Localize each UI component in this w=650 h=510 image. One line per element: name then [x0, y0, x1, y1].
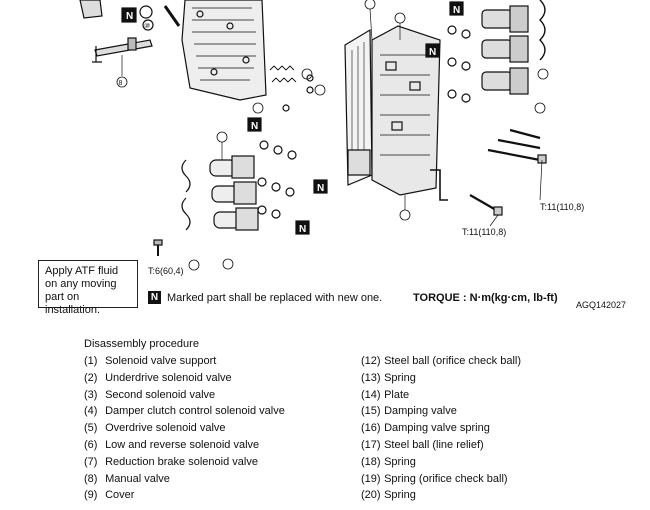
procedure-item: (1) Solenoid valve support: [84, 355, 217, 367]
procedure-item: (17) Steel ball (line relief): [361, 438, 484, 451]
procedure-item: (4) Damper clutch control solenoid valve: [84, 405, 285, 418]
lower-left-solenoids: N N N T:6(60,4): [148, 117, 328, 276]
manual-valve: 8: [92, 37, 153, 88]
torque-unit-label: TORQUE : N·m(kg·cm, lb-ft): [413, 292, 558, 304]
atf-note-text: Apply ATF fluid on any moving part on in…: [45, 265, 119, 316]
svg-text:N: N: [251, 121, 258, 132]
right-solenoids: N N: [425, 0, 549, 114]
procedure-item: (18) Spring: [361, 455, 416, 468]
procedure-list-right: (12) Steel ball (orifice check ball) (13…: [361, 353, 521, 504]
procedure-item: (13) Spring: [361, 371, 416, 384]
svg-text:N: N: [317, 183, 324, 194]
svg-text:8: 8: [119, 80, 123, 87]
svg-text:T:11(110,8): T:11(110,8): [462, 227, 506, 237]
svg-text:N: N: [453, 5, 460, 16]
top-left-parts: N ⑩: [79, 0, 181, 31]
procedure-list-left: (1) Solenoid valve support (2) Underdriv…: [84, 353, 285, 504]
valve-body-center: [344, 0, 448, 221]
procedure-item: (16) Damping valve spring: [361, 422, 490, 435]
procedure-item: (12) Steel ball (orifice check ball): [361, 355, 522, 367]
svg-text:N: N: [429, 47, 436, 58]
svg-text:N: N: [126, 11, 133, 22]
svg-text:T:11(110,8): T:11(110,8): [540, 202, 584, 212]
procedure-item: (3) Second solenoid valve: [84, 388, 216, 401]
svg-text:T:6(60,4): T:6(60,4): [148, 266, 184, 276]
replacement-legend: N Marked part shall be replaced with new…: [148, 291, 382, 304]
procedure-item: (5) Overdrive solenoid valve: [84, 422, 226, 435]
figure-code: AGQ142027: [576, 300, 627, 310]
svg-text:N: N: [299, 224, 306, 235]
procedure-item: (6) Low and reverse solenoid valve: [84, 438, 260, 451]
exploded-parts-diagram: N ⑩ 8 N: [79, 0, 584, 276]
procedure-item: (15) Damping valve: [361, 405, 457, 418]
procedure-item: (7) Reduction brake solenoid valve: [84, 455, 258, 468]
right-bolts: T:11(110,8) T:11(110,8): [462, 128, 584, 237]
procedure-title: Disassembly procedure: [84, 338, 199, 350]
replace-badge: N: [148, 291, 161, 304]
procedure-item: (2) Underdrive solenoid valve: [84, 371, 232, 384]
procedure-item: (8) Manual valve: [84, 472, 170, 485]
procedure-item: (19) Spring (orifice check ball): [361, 472, 508, 485]
replacement-legend-text: Marked part shall be replaced with new o…: [167, 291, 383, 304]
procedure-item: (14) Plate: [361, 388, 410, 401]
svg-text:⑩: ⑩: [144, 22, 150, 30]
atf-note-box: Apply ATF fluid on any moving part on in…: [38, 260, 138, 316]
procedure-item: (9) Cover: [84, 489, 135, 502]
procedure-item: (20) Spring: [361, 489, 416, 502]
valve-body-left: [181, 0, 267, 101]
springs-balls: [252, 65, 326, 114]
